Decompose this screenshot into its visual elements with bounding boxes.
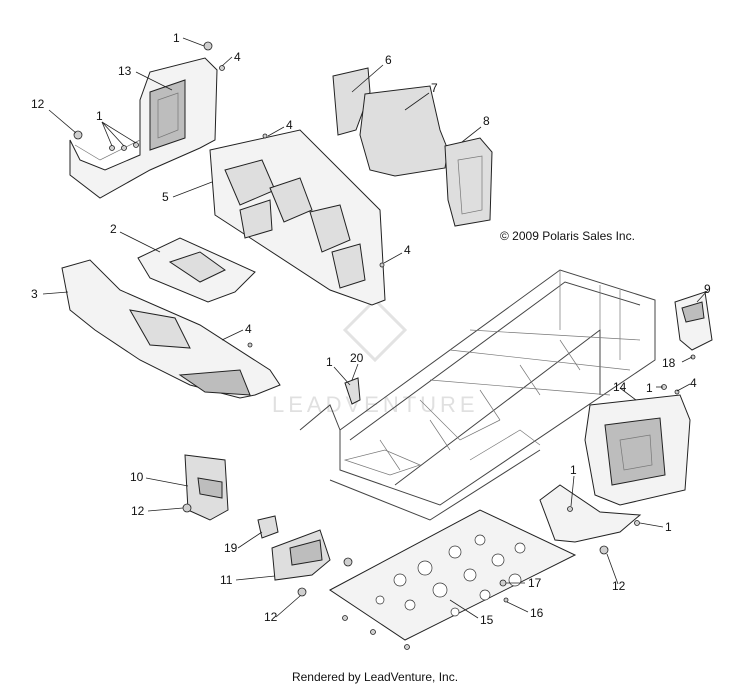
part-2-floor-panel: [137, 237, 256, 303]
part-7-pad: [359, 85, 449, 177]
callout-1: 1: [326, 355, 333, 369]
fasteners: [73, 41, 696, 650]
callout-2: 2: [110, 222, 117, 236]
part-10-guard: [184, 454, 229, 521]
callout-4: 4: [286, 118, 293, 132]
part-15-skid-plate: [329, 509, 577, 641]
callout-4: 4: [245, 322, 252, 336]
watermark-text: LEADVENTURE: [272, 392, 479, 417]
callout-12: 12: [264, 610, 278, 624]
part-19-clip: [257, 515, 279, 539]
leader-lines: [42, 37, 709, 619]
part-5-bulkhead: [209, 129, 386, 306]
callout-12: 12: [131, 504, 145, 518]
callout-1: 1: [646, 381, 653, 395]
callout-13: 13: [118, 64, 132, 78]
callout-1: 1: [96, 109, 103, 123]
callout-10: 10: [130, 470, 144, 484]
callout-4: 4: [690, 376, 697, 390]
callout-1: 1: [173, 31, 180, 45]
callout-1: 1: [570, 463, 577, 477]
part-13-left-side-panel: [69, 57, 218, 199]
callout-11: 11: [220, 573, 233, 587]
watermark: LEADVENTURE: [272, 297, 479, 417]
callout-12: 12: [612, 579, 626, 593]
callout-14: 14: [613, 380, 627, 394]
callout-8: 8: [483, 114, 490, 128]
part-3-dash: [61, 259, 281, 399]
part-14-right-side-panel: [539, 394, 691, 543]
part-8-pad: [444, 137, 493, 227]
callout-20: 20: [350, 351, 364, 365]
callout-9: 9: [704, 282, 711, 296]
copyright-notice: © 2009 Polaris Sales Inc.: [500, 229, 635, 243]
callout-16: 16: [530, 606, 544, 620]
vehicle-frame: [299, 269, 656, 521]
callout-12: 12: [31, 97, 45, 111]
callout-15: 15: [480, 613, 494, 627]
part-11-guard: [271, 529, 331, 581]
callout-4: 4: [234, 50, 241, 64]
part-20-bracket: [344, 377, 361, 405]
callout-17: 17: [528, 576, 542, 590]
callout-6: 6: [385, 53, 392, 67]
part-9-bin: [674, 291, 713, 351]
callout-5: 5: [162, 190, 169, 204]
callout-1: 1: [665, 520, 672, 534]
callout-18: 18: [662, 356, 676, 370]
callout-7: 7: [431, 81, 438, 95]
callout-4: 4: [404, 243, 411, 257]
callout-labels: 1 4 13 12 1 6 7 8 4 5 2 4 3 4 9 18 1 20 …: [31, 31, 711, 627]
callout-19: 19: [224, 541, 238, 555]
callout-3: 3: [31, 287, 38, 301]
render-credit: Rendered by LeadVenture, Inc.: [291, 670, 459, 684]
